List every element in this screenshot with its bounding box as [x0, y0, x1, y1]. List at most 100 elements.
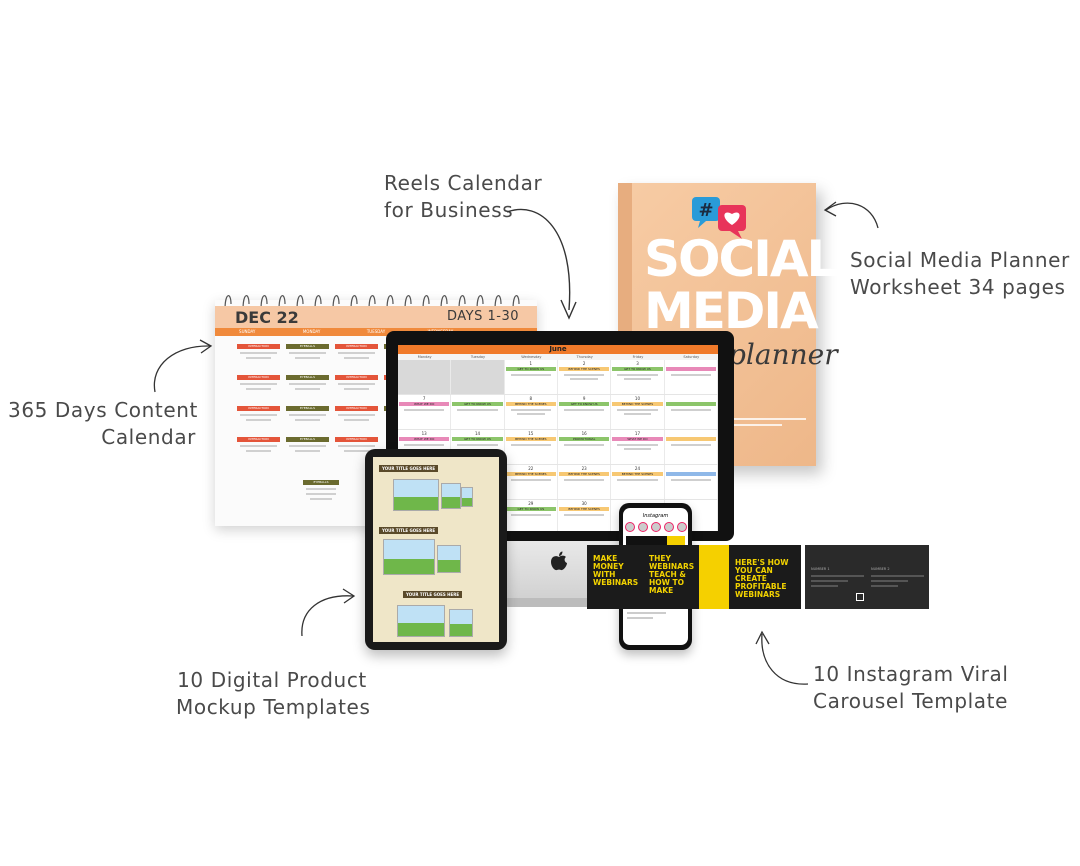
reels-weekday: Wednesday [521, 355, 542, 359]
caption-line: 10 Instagram Viral [813, 662, 1009, 686]
reels-day-number: 8 [529, 396, 533, 401]
carousel-slide [699, 545, 729, 609]
reels-day-cell: GET TO KNOW US [451, 395, 505, 429]
reels-day-number: 23 [581, 466, 587, 471]
calendar-month: DEC 22 [235, 308, 299, 327]
carousel-slide: NUMBER 2 [865, 545, 929, 609]
reels-weekday-row: Monday Tuesday Wednesday Thursday Friday… [398, 354, 718, 360]
caption-content-calendar: 365 Days Content Calendar [8, 397, 197, 451]
reels-weekday: Monday [417, 355, 432, 359]
reels-day-number: 9 [582, 396, 586, 401]
mockup-tablet [441, 483, 461, 509]
tablet-title-bar: YOUR TITLE GOES HERE [379, 465, 439, 472]
calendar-header: DEC 22 DAYS 1-30 [215, 306, 537, 328]
instagram-logo: Instagram [642, 513, 669, 519]
reels-day-number: 17 [634, 431, 641, 436]
slide-heading: NUMBER 2 [871, 567, 890, 571]
svg-text:#: # [698, 200, 713, 221]
reels-tag: WHAT WE DO [399, 402, 450, 406]
calendar-tag: EYEBALLS [286, 406, 329, 411]
mockup-tablet [449, 609, 473, 637]
next-arrow-icon [856, 593, 864, 601]
caption-social-media-planner: Social Media Planner Worksheet 34 pages [850, 247, 1070, 301]
reels-tag: GET TO KNOW US [558, 402, 610, 406]
calendar-tag: EYEBALLS [303, 480, 339, 485]
calendar-cell-eyeballs: EYEBALLS [303, 480, 339, 510]
reels-tag: BEHIND THE SCENES [558, 507, 610, 511]
tablet-title-bar: YOUR TITLE GOES HERE [403, 591, 463, 598]
caption-line: Reels Calendar [384, 171, 543, 195]
calendar-tag: EYEBALLS [286, 437, 329, 442]
reels-weekday: Tuesday [470, 355, 486, 359]
reels-tag: PROMOTIONAL [558, 437, 610, 441]
calendar-cell: INTERACTION [335, 375, 378, 406]
reels-day-cell [665, 465, 718, 499]
reels-tag: BEHIND THE SCENES [612, 472, 663, 476]
reels-tag [665, 367, 716, 371]
calendar-tag: EYEBALLS [286, 344, 329, 349]
caption-mockup-templates: 10 Digital Product Mockup Templates [176, 667, 370, 721]
caption-carousel-template: 10 Instagram Viral Carousel Template [813, 661, 1009, 715]
calendar-cell: INTERACTION [237, 406, 280, 437]
reels-tag [665, 472, 716, 476]
calendar-cell: EYEBALLS [286, 375, 329, 406]
calendar-tag: INTERACTION [335, 344, 378, 349]
caption-line: Social Media Planner [850, 248, 1070, 272]
caption-line: Carousel Template [813, 689, 1009, 713]
calendar-cell: INTERACTION [237, 437, 280, 468]
carousel-slide: THEY WEBINARS TEACH & HOW TO MAKE [643, 545, 699, 609]
instagram-carousel: MAKE MONEY WITH WEBINARS THEY WEBINARS T… [587, 545, 930, 609]
mockup-monitor [383, 539, 435, 575]
arrow-content-calendar [153, 339, 213, 393]
slide-text: MAKE MONEY WITH WEBINARS [593, 554, 639, 587]
reels-day-number: 3 [636, 361, 639, 366]
calendar-tag: INTERACTION [237, 344, 280, 349]
carousel-slide: NUMBER 1 [805, 545, 869, 609]
book-title: SOCIAL MEDIA [644, 230, 838, 340]
reels-weekday: Friday [632, 355, 644, 359]
mockup-laptop [397, 605, 445, 637]
mockup-phone [461, 487, 473, 507]
book-title-line: SOCIAL [644, 230, 838, 288]
reels-tag: WHAT WE DO [399, 437, 450, 441]
reels-day-cell [451, 360, 505, 394]
mockup-laptop [393, 479, 439, 511]
calendar-tag: EYEBALLS [286, 375, 329, 380]
reels-day-cell [398, 360, 452, 394]
book-script-title: planner [728, 338, 838, 371]
instagram-stories [623, 522, 688, 532]
calendar-tag: INTERACTION [335, 406, 378, 411]
reels-day-cell [665, 430, 718, 464]
weekday-label: TUESDAY [366, 329, 386, 334]
reels-tag: WHAT WE DO [612, 437, 663, 441]
slide-text: HERE'S HOW YOU CAN CREATE PROFITABLE WEB… [735, 558, 789, 599]
reels-tag [665, 437, 716, 441]
caption-reels-calendar: Reels Calendar for Business [384, 170, 542, 224]
weekday-label: SUNDAY [239, 329, 256, 334]
arrow-reels [506, 208, 577, 320]
reels-tag: BEHIND THE SCENES [505, 472, 556, 476]
calendar-tag: INTERACTION [237, 437, 280, 442]
reels-tag: GET TO KNOW US [452, 437, 503, 441]
reels-tag: GET TO KNOW US [505, 507, 556, 511]
reels-day-number: 30 [581, 501, 587, 506]
book-title-line: MEDIA [644, 282, 819, 340]
reels-day-number: 14 [474, 431, 481, 436]
reels-day-number: 7 [422, 396, 426, 401]
calendar-cell: INTERACTION [335, 406, 378, 437]
reels-day-number: 29 [528, 501, 534, 506]
reels-day-number: 15 [528, 431, 534, 436]
